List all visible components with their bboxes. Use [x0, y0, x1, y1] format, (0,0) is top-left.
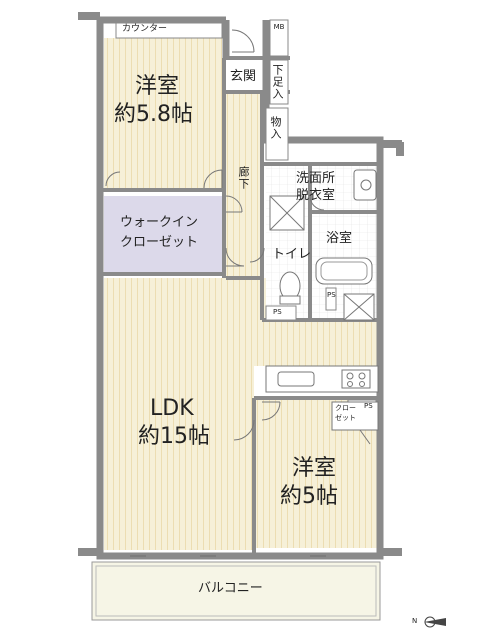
walkin-closet-line2: クローゼット — [120, 235, 199, 250]
entrance-floor — [226, 58, 266, 92]
corridor-floor — [226, 92, 262, 278]
shoebox-box — [269, 59, 289, 105]
toilet-label: トイレ — [272, 247, 312, 262]
mb-label: MB — [273, 23, 285, 31]
washroom-line1: 洗面所 — [296, 171, 336, 186]
ldk-size: 約15帖 — [138, 424, 210, 449]
ldk-name: LDK — [150, 396, 194, 421]
storage-box — [265, 107, 289, 161]
ps-label-2: PS — [327, 291, 336, 299]
western-room-2-size: 約5帖 — [280, 484, 338, 509]
closet-line1: クロー — [335, 404, 356, 412]
counter-label: カウンター — [122, 24, 168, 34]
compass-label: N — [412, 617, 418, 625]
ps-label-3: PS — [364, 402, 373, 410]
mb-box — [269, 19, 289, 57]
balcony-label: バルコニー — [198, 581, 263, 596]
balcony-area — [91, 561, 381, 621]
western-room-1-size: 約5.8帖 — [114, 102, 193, 127]
ps-box-2 — [325, 287, 337, 311]
corridor-label: 廊下 — [237, 166, 250, 190]
western-room-2-name: 洋室 — [292, 456, 337, 481]
washbasin — [353, 169, 377, 201]
shoebox-label: 下足入 — [271, 64, 284, 100]
ps-box-1 — [265, 305, 297, 321]
kitchen-sink — [277, 371, 315, 387]
bathtub — [315, 257, 373, 285]
walkin-closet-line1: ウォークイン — [120, 215, 199, 230]
bathroom-label: 浴室 — [326, 231, 353, 246]
stove — [341, 369, 371, 389]
closet-line2: ゼット — [335, 414, 356, 422]
western-room-1-floor — [104, 38, 222, 188]
washroom-line2: 脱衣室 — [296, 188, 336, 203]
walkin-closet-floor — [104, 196, 222, 272]
closet-2 — [331, 401, 379, 431]
ldk-floor — [104, 278, 254, 550]
ps-label-1: PS — [273, 308, 282, 316]
storage-label: 物入 — [269, 116, 282, 140]
western-room-1-name: 洋室 — [135, 74, 180, 99]
compass-icon — [424, 616, 446, 628]
entrance-label: 玄関 — [230, 69, 257, 84]
